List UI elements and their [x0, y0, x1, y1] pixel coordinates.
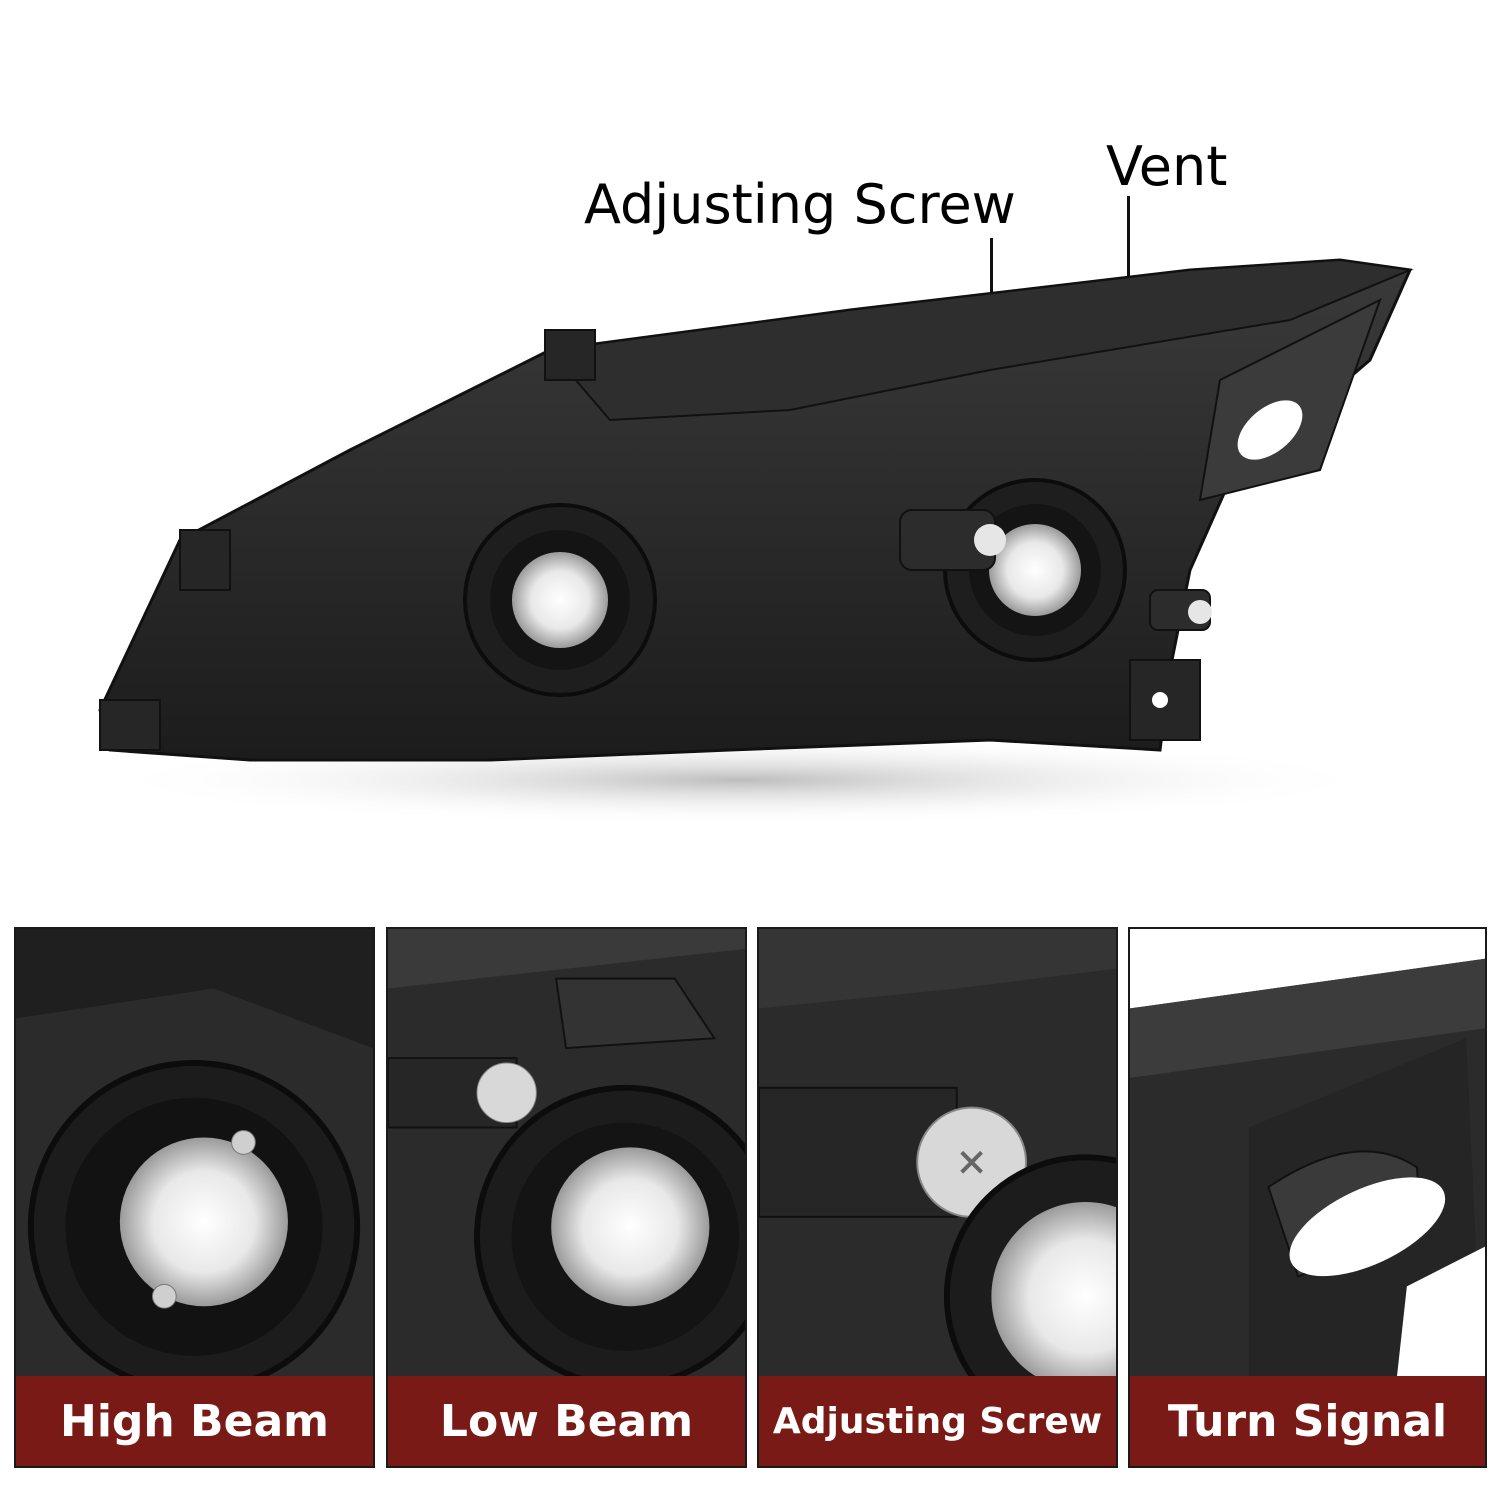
- vent-callout: Vent: [1106, 135, 1228, 198]
- high-beam-panel: High Beam: [14, 927, 375, 1468]
- turn-signal-label: Turn Signal: [1130, 1376, 1485, 1466]
- adjusting-screw-callout: Adjusting Screw: [584, 173, 1016, 236]
- headlight-housing-image: [98, 258, 1414, 825]
- low-beam-panel: Low Beam: [386, 927, 747, 1468]
- adjusting-screw-panel: Adjusting Screw: [757, 927, 1118, 1468]
- turn-signal-panel: Turn Signal: [1128, 927, 1487, 1468]
- low-beam-label: Low Beam: [388, 1376, 745, 1466]
- adjusting-screw-label: Adjusting Screw: [759, 1376, 1116, 1466]
- high-beam-label: High Beam: [16, 1376, 373, 1466]
